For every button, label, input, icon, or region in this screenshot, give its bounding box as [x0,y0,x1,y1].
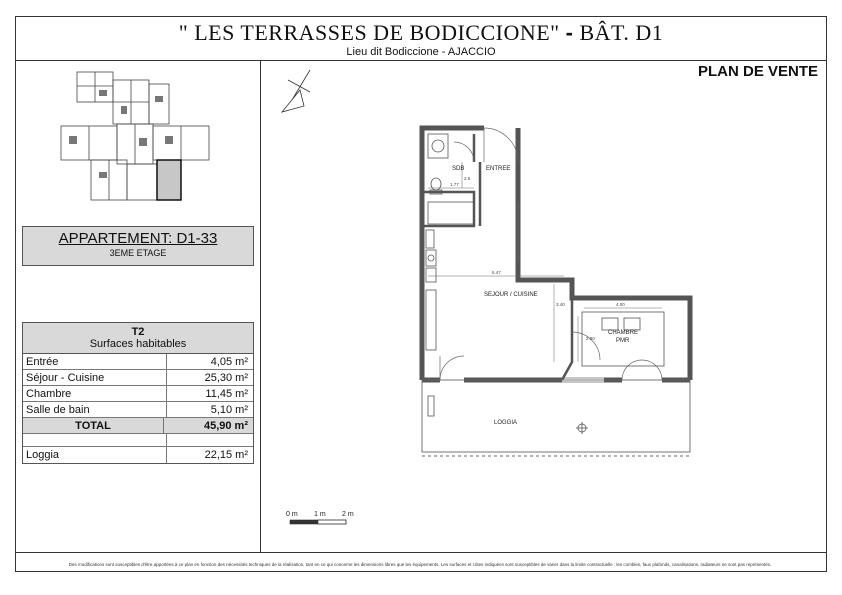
table-row: Salle de bain 5,10 m² [23,402,253,418]
room-label-chambre: CHAMBRE [608,330,638,336]
footer-divider [15,552,827,553]
total-value: 45,90 m² [203,420,248,432]
floor-plan: SDB ENTREE SEJOUR / CUISINE CHAMBRE PMR … [280,69,693,525]
page-frame [15,16,827,572]
dim-chambre-height: 2.80 [586,336,595,341]
apartment-name: APPARTEMENT: D1-33 [58,230,218,247]
dim-sdb-height: 2.5 [464,176,471,181]
row-value: 5,10 m² [210,404,248,416]
scale-label-0: 0 m [286,511,298,518]
key-plan [60,71,210,201]
dim-chambre-width: 4.00 [616,302,625,307]
surfaces-heading: Surfaces habitables [89,338,187,350]
row-value: 11,45 m² [205,388,248,400]
north-arrow-icon [280,69,311,113]
page-title: " LES TERRASSES DE BODICCIONE"-BÂT. D1 [15,20,827,46]
plan-de-vente-label: PLAN DE VENTE [697,63,818,80]
table-row: Entrée 4,05 m² [23,354,253,370]
apartment-floor: 3EME ETAGE [109,248,167,258]
row-value: 25,30 m² [204,372,248,384]
scale-label-1: 1 m [314,511,326,518]
spacer-row [23,434,253,447]
loggia-label: Loggia [23,447,167,463]
room-label-entree: ENTREE [486,166,510,172]
loggia-value: 22,15 m² [204,449,248,461]
title-dash: - [565,20,574,45]
surfaces-table: T2 Surfaces habitables Entrée 4,05 m² Sé… [22,322,254,464]
dim-sdb-width: 1.77 [450,182,459,187]
scale-label-2: 2 m [342,511,354,518]
scale-bar: 0 m 1 m 2 m [286,511,354,525]
row-label: Chambre [23,386,167,401]
legal-disclaimer: Des modifications sont susceptibles d'êt… [68,562,772,567]
table-row: Séjour - Cuisine 25,30 m² [23,370,253,386]
column-divider [260,60,261,552]
room-label-loggia: LOGGIA [494,420,517,426]
dim-sejour-height: 3.40 [556,302,565,307]
total-row: TOTAL 45,90 m² [23,418,253,434]
row-value: 4,05 m² [210,356,248,368]
apartment-type: T2 [131,326,145,338]
row-label: Entrée [23,354,167,369]
loggia-row: Loggia 22,15 m² [23,447,253,463]
apartment-box: APPARTEMENT: D1-33 3EME ETAGE [22,226,254,266]
building-label: BÂT. D1 [579,20,664,45]
project-name: " LES TERRASSES DE BODICCIONE" [178,20,560,45]
room-label-sdb: SDB [452,166,464,172]
total-label: TOTAL [23,418,164,433]
room-label-pmr: PMR [616,338,630,344]
surfaces-table-header: T2 Surfaces habitables [23,323,253,354]
header-divider [15,60,827,61]
row-label: Salle de bain [23,402,167,417]
dim-sejour-width: 6.47 [492,270,501,275]
location-subtitle: Lieu dit Bodiccione - AJACCIO [346,46,496,58]
row-label: Séjour - Cuisine [23,370,167,385]
room-label-sejour: SEJOUR / CUISINE [484,292,538,298]
table-row: Chambre 11,45 m² [23,386,253,402]
